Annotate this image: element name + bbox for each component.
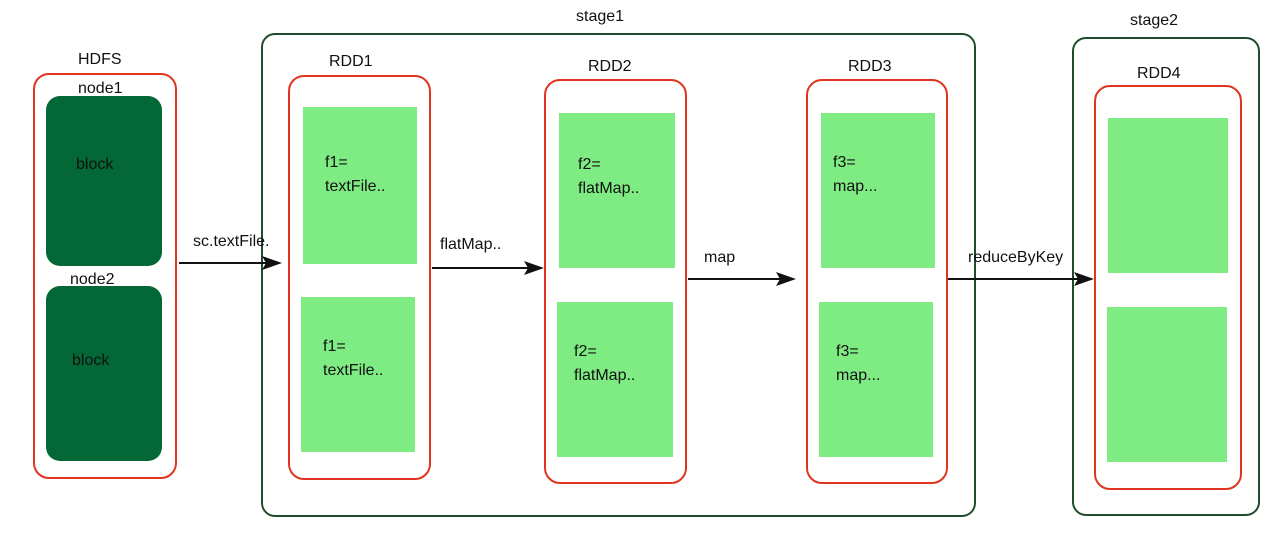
edge-label-reducebykey: reduceByKey [968,249,1064,266]
node2-block-label: block [72,352,110,369]
rdd3-partition-1-label: f3= map... [833,154,878,195]
rdd1-container [288,75,431,480]
hdfs-title: HDFS [78,51,122,68]
node1-block-label: block [76,156,114,173]
rdd1-partition-1: f1= textFile.. [303,107,417,264]
rdd3-partition-2: f3= map... [819,302,933,457]
rdd4-partition-2 [1107,307,1227,462]
rdd1-partition-1-label: f1= textFile.. [325,154,386,195]
rdd4-container [1094,85,1242,490]
edge-label-textfile: sc.textFile. [193,233,270,250]
rdd2-container [544,79,687,484]
node2-label: node2 [70,271,115,288]
rdd2-partition-2-label: f2= flatMap.. [574,343,636,384]
rdd1-partition-2: f1= textFile.. [301,297,415,452]
rdd1-title: RDD1 [329,53,373,70]
stage2-label: stage2 [1130,12,1179,29]
rdd2-partition-1-label: f2= flatMap.. [578,156,640,197]
arrow-reducebykey [948,272,1094,286]
rdd3-container [806,79,948,484]
rdd3-partition-1: f3= map... [821,113,935,268]
node1-label: node1 [78,80,123,97]
rdd2-partition-1: f2= flatMap.. [559,113,675,268]
node2-block: block [46,286,162,461]
edge-label-map: map [704,249,736,266]
node1-block: block [46,96,162,266]
stage2-container [1072,37,1260,516]
rdd3-title: RDD3 [848,58,892,75]
arrow-flatmap [432,261,544,275]
arrow-textfile [179,256,282,270]
rdd2-title: RDD2 [588,58,632,75]
rdd2-partition-2: f2= flatMap.. [557,302,673,457]
rdd4-title: RDD4 [1137,65,1181,82]
stage1-label: stage1 [576,8,625,25]
stage1-container [261,33,976,517]
rdd1-partition-2-label: f1= textFile.. [323,338,384,379]
rdd4-partition-1 [1108,118,1228,273]
edge-label-flatmap: flatMap.. [440,236,502,253]
hdfs-container [33,73,177,479]
arrow-map [688,272,796,286]
rdd3-partition-2-label: f3= map... [836,343,881,384]
